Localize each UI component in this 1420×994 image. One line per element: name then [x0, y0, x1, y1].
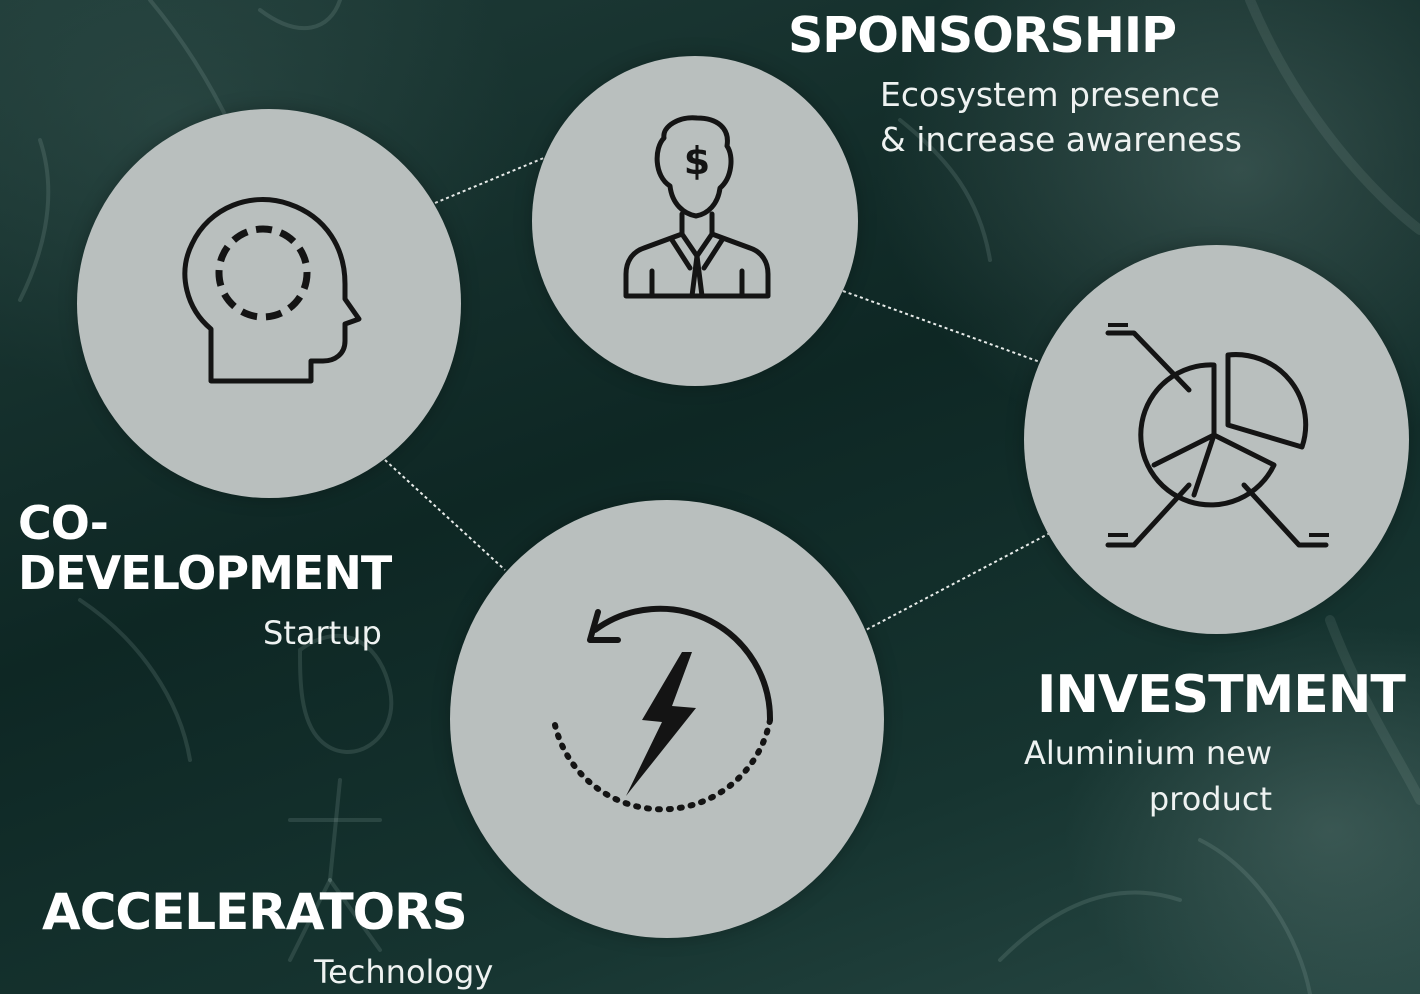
- investment-subtitle: Aluminium new product: [1000, 730, 1272, 822]
- sponsorship-circle: $: [532, 56, 858, 386]
- connector-codev-sponsorship: [434, 149, 564, 204]
- svg-text:$: $: [684, 139, 710, 183]
- businessman-dollar-icon: $: [623, 115, 771, 299]
- investment-subtitle-line-2: product: [1148, 780, 1272, 818]
- sponsorship-subtitle-line-1: Ecosystem presence: [880, 75, 1220, 114]
- sponsorship-subtitle: Ecosystem presence & increase awareness: [880, 72, 1242, 162]
- co-development-subtitle: Startup: [263, 614, 382, 652]
- investment-circle: [1024, 245, 1409, 634]
- investment-subtitle-line-1: Aluminium new: [1023, 734, 1272, 772]
- lightning-refresh-icon: [552, 605, 774, 813]
- co-development-title-line-2: DEVELOPMENT: [18, 546, 392, 600]
- sponsorship-title: SPONSORSHIP: [788, 7, 1177, 64]
- accelerators-title: ACCELERATORS: [42, 883, 468, 941]
- accelerators-circle: [450, 500, 884, 938]
- connector-sponsorship-investment: [842, 290, 1041, 363]
- pie-chart-icon: [1105, 323, 1329, 548]
- investment-title: INVESTMENT: [1037, 665, 1406, 725]
- co-development-title: CO- DEVELOPMENT: [18, 496, 392, 600]
- head-cycle-icon: [182, 197, 362, 384]
- sponsorship-subtitle-line-2: & increase awareness: [880, 120, 1242, 159]
- co-development-circle: [77, 109, 461, 498]
- accelerators-subtitle: Technology: [314, 953, 494, 991]
- co-development-title-line-1: CO-: [18, 496, 109, 550]
- connector-investment-accelerators: [861, 532, 1051, 633]
